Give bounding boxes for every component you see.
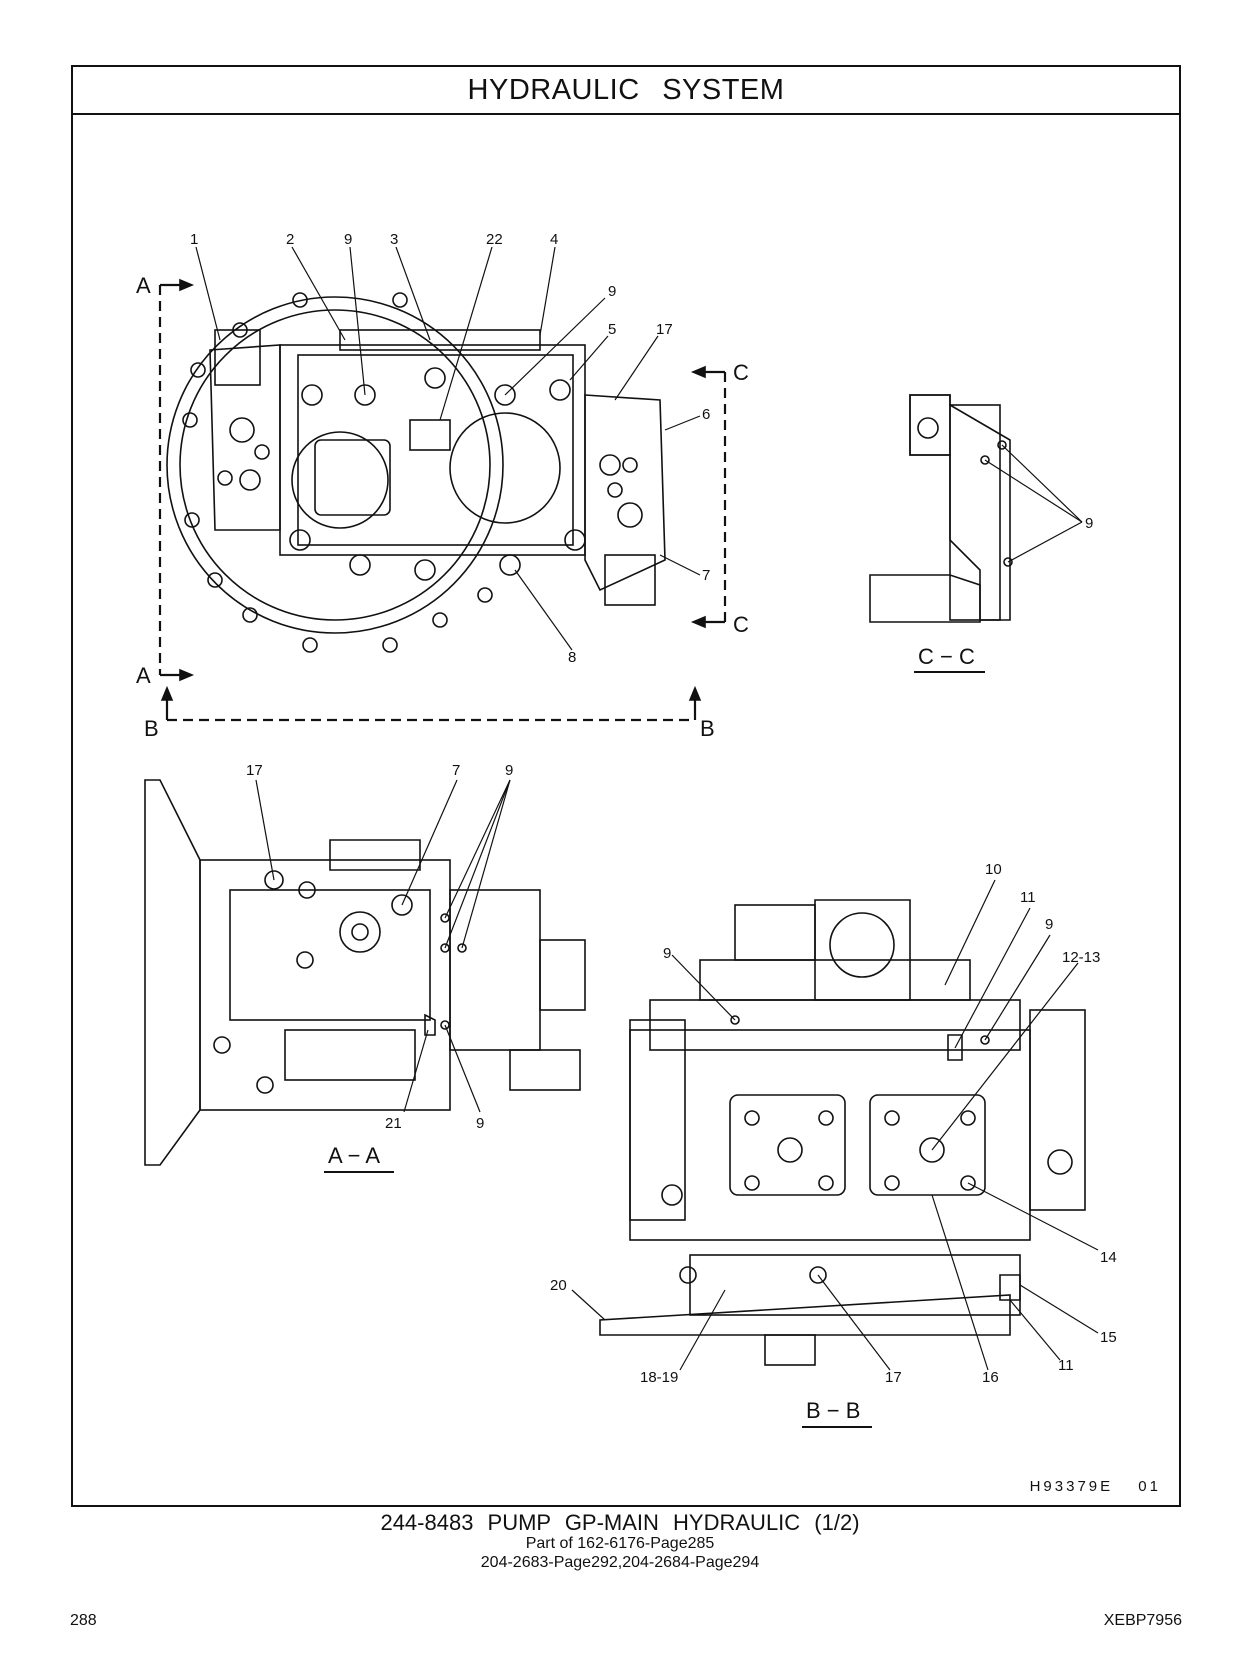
callout-number: 21: [385, 1115, 402, 1132]
callout-number: 5: [608, 321, 616, 338]
callout-number: 17: [885, 1369, 902, 1386]
callout-number: 11: [1020, 889, 1036, 906]
callout-number: 6: [702, 406, 710, 423]
callout-number: 15: [1100, 1329, 1117, 1346]
callout-number: 17: [656, 321, 673, 338]
callout-number: 1: [190, 231, 198, 248]
callout-number: 9: [663, 945, 671, 962]
callout-number: 7: [702, 567, 710, 584]
title-bar: HYDRAULIC SYSTEM: [73, 67, 1179, 115]
callout-number: 7: [452, 762, 460, 779]
callout-number: 8: [568, 649, 576, 666]
callout-number: 16: [982, 1369, 999, 1386]
page-number: 288: [70, 1612, 97, 1629]
aa-view: 17 7 9 21 9 A − A: [144, 762, 586, 1173]
callout-number: 22: [486, 231, 503, 248]
callout-number: C: [733, 360, 749, 385]
callout-number: 14: [1100, 1249, 1117, 1266]
callout-number: 9: [505, 762, 513, 779]
section-letters: A A B B C C: [136, 273, 749, 741]
cc-view-label: C − C: [918, 644, 975, 669]
callout-number: 18-19: [640, 1369, 678, 1386]
top-leaders: [195, 246, 701, 651]
drawing-id: H93379E 01: [1029, 1478, 1161, 1495]
callout-number: 3: [390, 231, 398, 248]
callout-number: 2: [286, 231, 294, 248]
aa-view-label: A − A: [328, 1143, 380, 1168]
callout-number: 17: [246, 762, 263, 779]
top-callouts: 1 2 9 3 22 4 9 5 17 6 7 8: [190, 231, 710, 666]
callout-number: 9: [608, 283, 616, 300]
cc-view: 9 C − C: [869, 394, 1093, 673]
caption-line-2: 204-2683-Page292,204-2684-Page294: [480, 1554, 760, 1571]
caption-title: 244-8483 PUMP GP-MAIN HYDRAULIC (1/2): [380, 1510, 860, 1535]
callout-number: 20: [550, 1277, 567, 1294]
callout-number: 11: [1058, 1357, 1074, 1374]
callout-number: A: [136, 273, 151, 298]
caption-line-1: Part of 162-6176-Page285: [525, 1535, 715, 1552]
callout-number: B: [144, 716, 159, 741]
callout-number: 12-13: [1062, 949, 1100, 966]
top-view: 1 2 9 3 22 4 9 5 17 6 7 8 A A B B C C: [136, 231, 749, 741]
callout-number: 4: [550, 231, 558, 248]
bb-view-label: B − B: [806, 1398, 860, 1423]
callout-number: A: [136, 663, 151, 688]
document-code: XEBP7956: [1103, 1612, 1182, 1629]
callout-number: 10: [985, 861, 1002, 878]
top-bolts: [217, 367, 643, 581]
callout-number: C: [733, 612, 749, 637]
callout-number: 9: [344, 231, 352, 248]
callout-number: 9: [1085, 515, 1093, 532]
callout-number: B: [700, 716, 715, 741]
bb-view: 10 11 9 9 12-13 14 20 15 11 18-19 17 16 …: [550, 861, 1117, 1428]
page-title: HYDRAULIC SYSTEM: [467, 74, 785, 106]
callout-number: 9: [476, 1115, 484, 1132]
callout-number: 9: [1045, 916, 1053, 933]
diagram-frame: HYDRAULIC SYSTEM H93379E 01: [71, 65, 1181, 1507]
